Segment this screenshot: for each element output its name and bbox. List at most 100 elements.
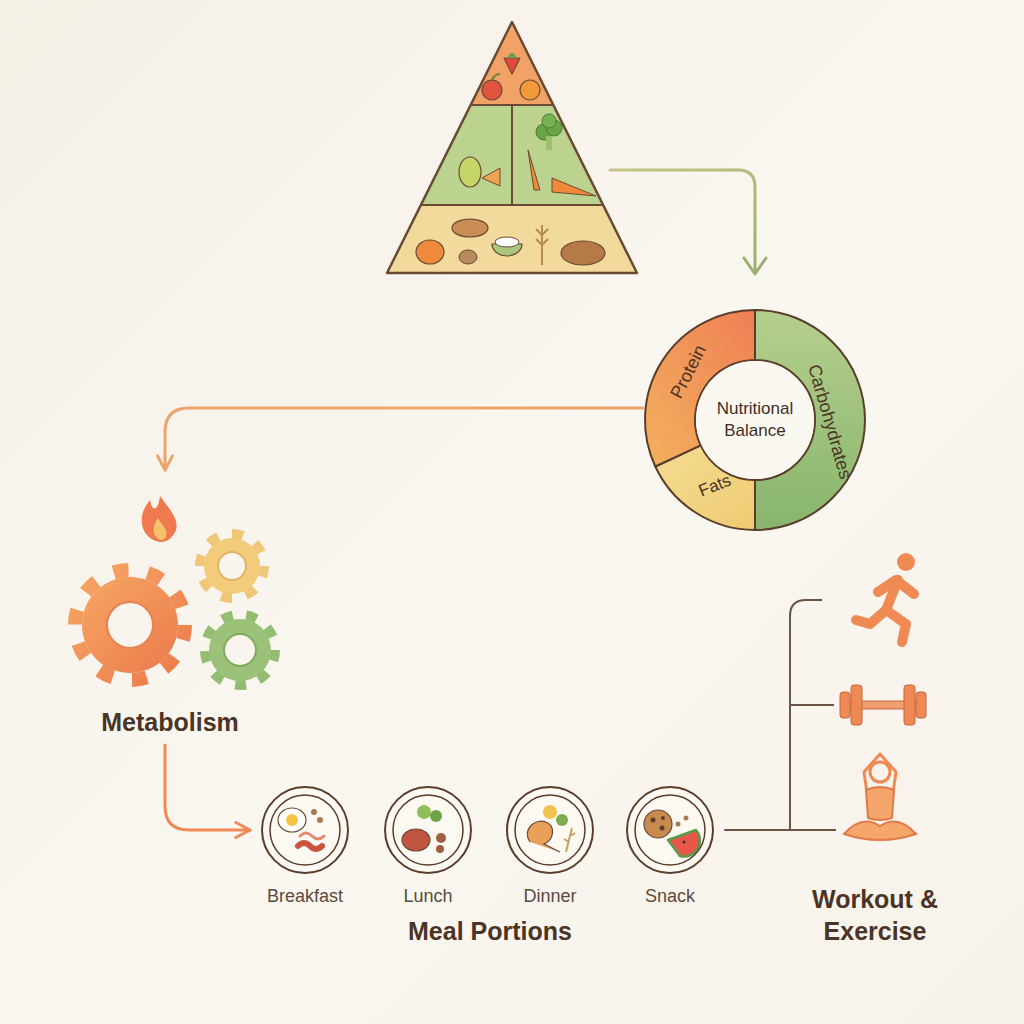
pyramid-tier [421, 105, 603, 205]
runner-head [897, 553, 915, 571]
metabolism-node: Metabolism [70, 470, 285, 745]
bean-icon [436, 833, 446, 843]
gear-body [204, 538, 260, 594]
dumbbell-plate [904, 685, 915, 725]
plate-label: Lunch [373, 885, 483, 909]
yoga-icon [844, 754, 916, 840]
runner-icon [856, 553, 915, 642]
broccoli-stem [546, 136, 552, 150]
orange-icon [520, 80, 540, 100]
plate-inner-rim [515, 795, 585, 865]
pyramid-tier [471, 22, 553, 105]
center-label: Nutritional Balance [700, 394, 810, 446]
pear-icon [459, 157, 481, 187]
leader-line [610, 170, 755, 272]
plate-fill [385, 787, 471, 873]
node-heading: Workout & Exercise [795, 880, 955, 950]
runner-leg [856, 610, 886, 624]
dumbbell-plate [916, 692, 926, 718]
yoga-head [870, 762, 890, 782]
carrot-icon [552, 178, 596, 196]
bread-icon [452, 219, 488, 237]
tier-line [511, 105, 513, 205]
loaf-icon [561, 241, 605, 265]
runner-arms [878, 580, 914, 594]
dumbbell-plate [851, 685, 862, 725]
pumpkin-icon [416, 240, 444, 264]
bracket-line [810, 829, 836, 831]
seed-dot [311, 809, 317, 815]
food-pyramid [387, 22, 637, 273]
chicken-icon [527, 821, 560, 852]
gear-body [82, 577, 178, 673]
plate-label: Breakfast [250, 885, 360, 909]
flow-connector [165, 408, 643, 470]
flow-connector [165, 745, 250, 830]
plate-rim [507, 787, 593, 873]
seed-dot [676, 822, 681, 827]
gear-teeth [205, 615, 275, 685]
plate-rim [262, 787, 348, 873]
chip-dot [651, 818, 656, 823]
plate-inner-rim [635, 795, 705, 865]
bracket-line [790, 600, 822, 830]
bean-icon [436, 845, 444, 853]
arrow-head [744, 258, 766, 274]
melon-slice [482, 168, 500, 186]
gear-hole [224, 634, 256, 666]
carrot-icon [528, 150, 540, 190]
plate-inner-rim [270, 795, 340, 865]
plate-label: Snack [615, 885, 725, 909]
workout-node: Workout & Exercise [810, 545, 960, 955]
flame-core [154, 518, 167, 540]
yoga-legs [844, 822, 916, 841]
gear-teeth [75, 570, 185, 680]
workout-bracket [790, 600, 836, 830]
meal-plate: Breakfast [250, 785, 360, 910]
meal-plates [262, 787, 713, 873]
seed-dot [317, 817, 323, 823]
pyramid-arrow [610, 170, 766, 274]
meal-plate: Dinner [495, 785, 605, 910]
plate-inner-rim [393, 795, 463, 865]
plate-label: Dinner [495, 885, 605, 909]
strawberry-icon [504, 58, 520, 74]
plate-outline [250, 785, 360, 877]
plate-outline [373, 785, 483, 877]
meal-group: Meal Portions Breakfast Lunch Dinner Snack [250, 785, 730, 950]
greens-icon [556, 814, 568, 826]
cookie-icon [644, 810, 672, 838]
potato-icon [459, 250, 477, 264]
gear-hole [107, 602, 153, 648]
plate-fill [627, 787, 713, 873]
broccoli-icon [542, 114, 556, 128]
metabolism-gears [75, 496, 275, 685]
egg-icon [278, 808, 306, 832]
node-heading: Metabolism [70, 706, 270, 738]
plate-fill [507, 787, 593, 873]
watermelon-icon [668, 830, 700, 856]
bacon-icon [298, 843, 322, 849]
group-heading: Meal Portions [250, 915, 730, 947]
dumbbell-plate [840, 692, 850, 718]
yoga-torso [866, 787, 894, 820]
flame-icon [142, 496, 177, 542]
meal-plate: Snack [615, 785, 725, 910]
strawberry-leaf [506, 52, 518, 58]
flow-connector [725, 829, 810, 831]
apple-icon [482, 80, 502, 100]
plate-outline [615, 785, 725, 877]
greens-icon [430, 810, 442, 822]
bacon-icon [300, 833, 324, 839]
lemon-icon [543, 805, 557, 819]
plate-fill [262, 787, 348, 873]
balance-donut: Nutritional BalanceProteinCarbohydratesF… [643, 308, 867, 532]
steak-icon [402, 829, 430, 851]
runner-leg [886, 610, 906, 642]
chip-dot [660, 826, 665, 831]
donut-hole [696, 361, 814, 479]
rice-icon [495, 237, 519, 247]
seed-dot [684, 816, 689, 821]
greens-icon [417, 805, 431, 819]
